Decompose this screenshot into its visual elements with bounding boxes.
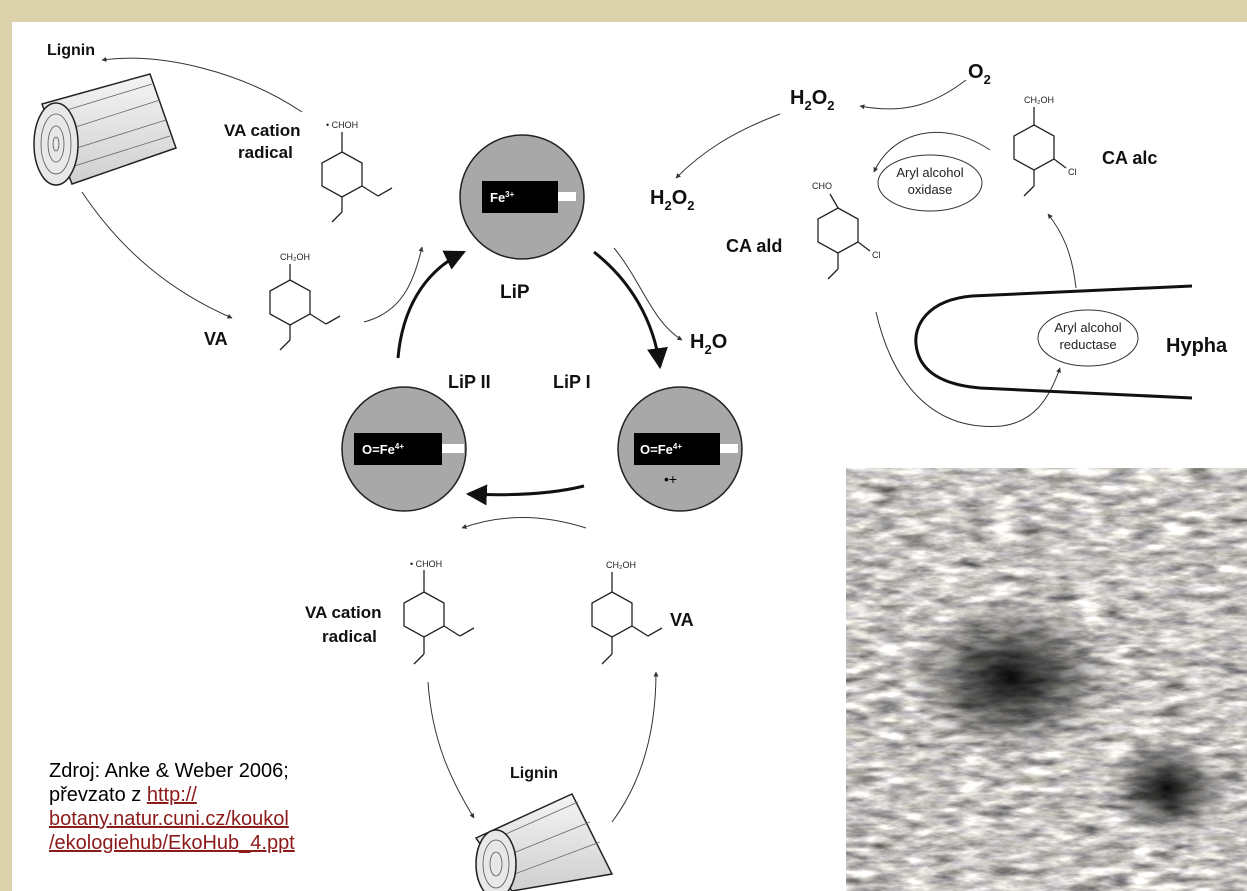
oxidase-line2: oxidase [908, 182, 953, 197]
slide: Lignin Lignin • CHOH CH₂OH • CHOH CH₂OH [12, 22, 1247, 891]
arrow-lip-to-lip1 [593, 250, 668, 370]
fe4-label-lip2: O=Fe4+ [362, 442, 404, 457]
ca-ald-label: CA ald [726, 236, 782, 256]
source-prefix: převzato z [49, 784, 147, 806]
va-cation-structure-top [321, 132, 393, 223]
ch2oh-label-bottom: CH₂OH [606, 560, 636, 570]
lip-label: LiP [500, 282, 530, 303]
lignin-log-bottom [474, 793, 614, 891]
fungus-photo-image [846, 468, 1247, 891]
cl-label-ca-alc: Cl [1068, 167, 1077, 177]
h2o2-label-top: H2O2 [790, 87, 834, 113]
arrow-h2o2-down [675, 113, 781, 179]
arrow-va-bottom-curve [461, 517, 587, 529]
hypha-outline [914, 284, 1193, 400]
va-cation-bottom-line1: VA cation [305, 603, 382, 622]
source-citation: Zdroj: Anke & Weber 2006; převzato z htt… [49, 759, 295, 855]
arrow-lip1-to-lip2 [465, 484, 585, 506]
source-link-part3[interactable]: /ekologiehub/EkoHub_4.ppt [49, 832, 295, 854]
ca-alc-structure [1013, 107, 1067, 197]
fe4-label-lip1: O=Fe4+ [640, 442, 682, 457]
arrow-lip2-to-lip [396, 250, 466, 359]
va-cation-bottom-line2: radical [322, 627, 377, 646]
source-link-part2[interactable]: botany.natur.cuni.cz/koukol [49, 808, 289, 830]
oxidase-line1: Aryl alcohol [896, 165, 963, 180]
hypha-label: Hypha [1166, 335, 1228, 357]
cl-label-ca-ald: Cl [872, 250, 881, 260]
lip1-circle [617, 386, 743, 512]
va-cation-top-line1: VA cation [224, 121, 301, 140]
chohr-label-bottom: • CHOH [410, 559, 442, 569]
h2o2-label-mid: H2O2 [650, 187, 694, 213]
ch2oh-label-left: CH₂OH [280, 252, 310, 262]
o2-label: O2 [968, 61, 991, 87]
fungus-photo [846, 468, 1247, 891]
arrow-cation-to-lignin-bottom [427, 681, 475, 819]
arrow-reductase-to-alc [1047, 213, 1077, 289]
lignin-label-bottom: Lignin [510, 765, 558, 782]
arrow-to-h2o [613, 247, 683, 341]
cho-label: CHO [812, 181, 832, 191]
va-structure-left [269, 264, 341, 351]
lip1-label: LiP I [553, 372, 591, 392]
source-line2: převzato z http:// [49, 783, 295, 807]
lip2-circle [341, 386, 467, 512]
arrow-ald-to-reductase [875, 311, 1061, 427]
arrow-lignin-to-va-bottom [611, 671, 659, 823]
ca-alc-label: CA alc [1102, 148, 1157, 168]
h2o-label: H2O [690, 331, 727, 357]
ca-ald-structure [817, 193, 871, 280]
lip2-label: LiP II [448, 372, 491, 392]
chohr-label-top: • CHOH [326, 120, 358, 130]
lignin-log-top [33, 73, 177, 186]
arrow-va-to-lip [363, 246, 424, 323]
fe3-label: Fe3+ [490, 190, 515, 205]
va-cation-structure-bottom [403, 570, 475, 665]
va-structure-bottom [591, 572, 663, 665]
ch2oh-label-ca: CH₂OH [1024, 95, 1054, 105]
arrow-lignin-to-va [81, 191, 233, 319]
arrow-alc-to-ald [873, 131, 991, 173]
arrow-cation-to-lignin [101, 56, 303, 113]
reductase-ellipse [1037, 309, 1139, 367]
arrow-o2-to-h2o2 [859, 79, 967, 110]
va-cation-top-line2: radical [238, 143, 293, 162]
va-label-bottom: VA [670, 610, 694, 630]
va-label-left: VA [204, 329, 228, 349]
source-link-part1[interactable]: http:// [146, 784, 197, 806]
oxidase-ellipse [877, 154, 983, 212]
lignin-label-top: Lignin [47, 42, 95, 59]
reductase-line1: Aryl alcohol [1054, 320, 1121, 335]
reductase-line2: reductase [1059, 337, 1116, 352]
source-line1: Zdroj: Anke & Weber 2006; [49, 760, 289, 782]
lignin-degradation-diagram: Lignin Lignin • CHOH CH₂OH • CHOH CH₂OH [33, 42, 1228, 891]
radical-plus-label: •+ [664, 471, 677, 487]
lip-circle [459, 134, 585, 260]
